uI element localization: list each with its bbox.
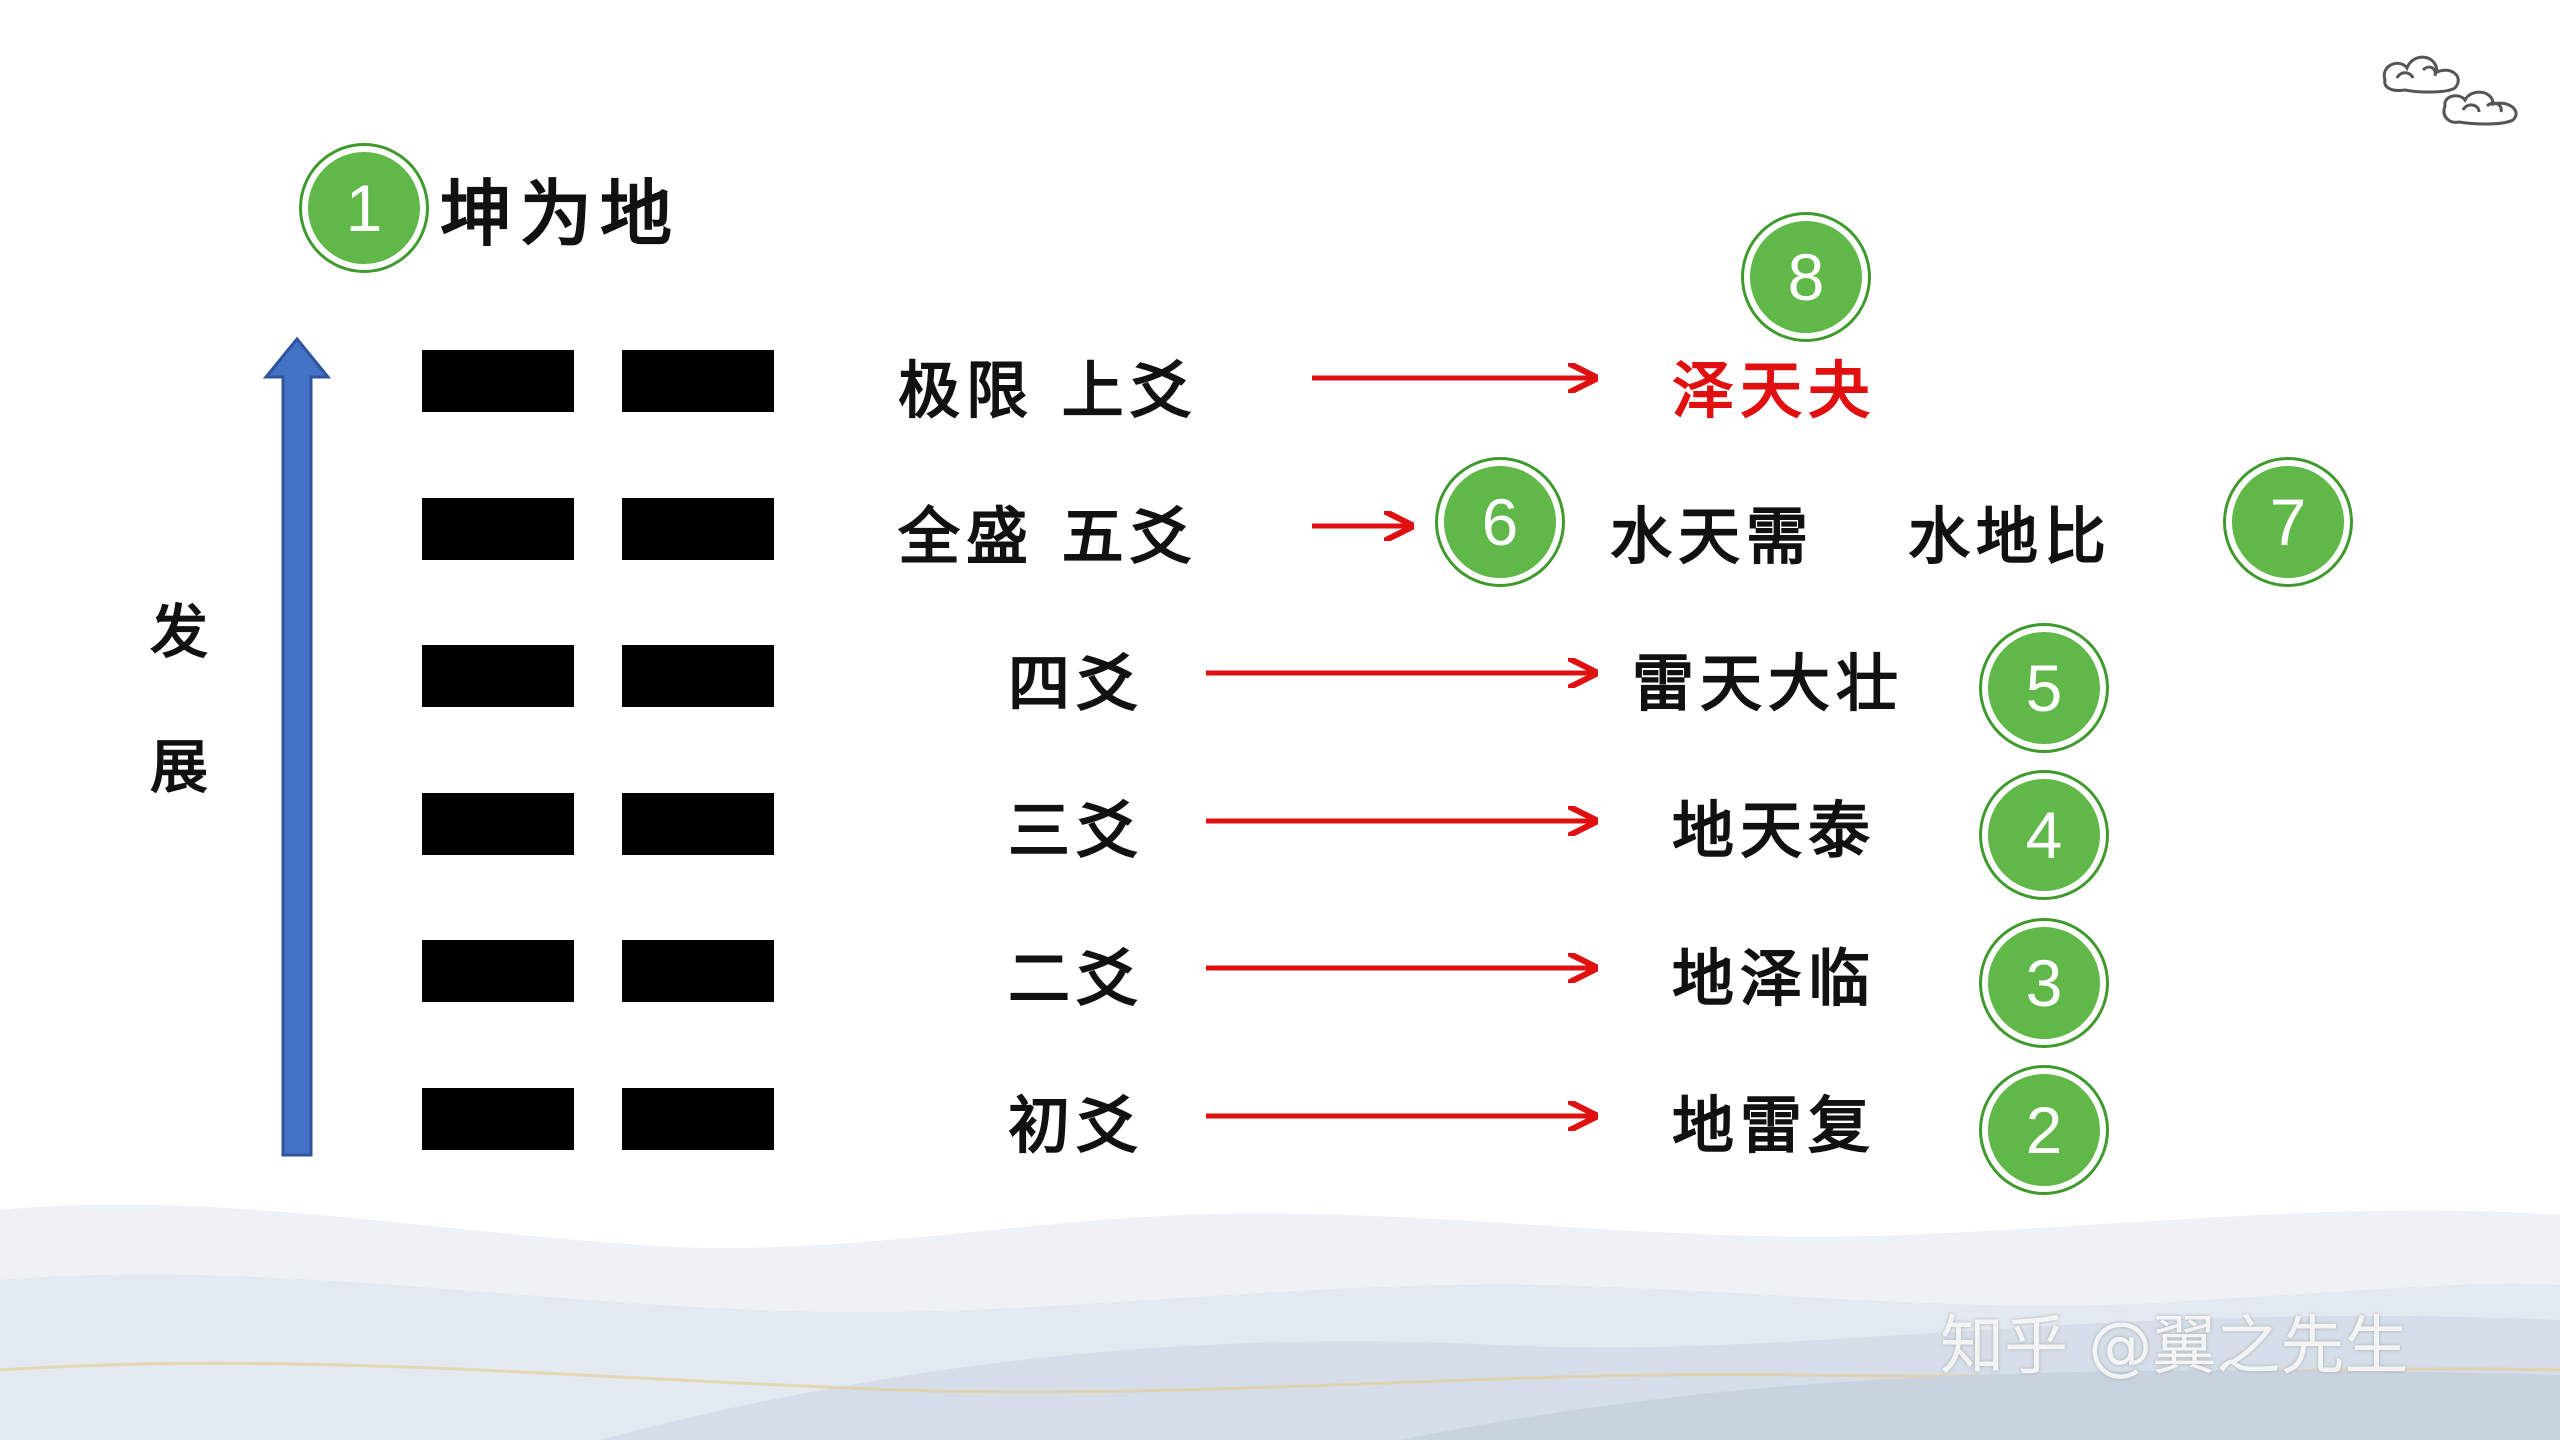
page-title: 坤为地	[440, 171, 681, 256]
row-label-second: 二爻	[1008, 942, 1145, 1015]
badge-3: 3	[1982, 921, 2106, 1045]
result-second: 地泽临	[1672, 942, 1877, 1015]
yao-bar-6-left	[422, 350, 574, 412]
yao-bar-4-right	[622, 645, 774, 707]
yao-bar-6-right	[622, 350, 774, 412]
vertical-label-fa: 发	[150, 598, 209, 666]
badge-2: 2	[1982, 1068, 2106, 1192]
watermark: 知乎 @翼之先生	[1940, 1310, 2409, 1384]
badge-5: 5	[1982, 626, 2106, 750]
yao-bar-2-right	[622, 940, 774, 1002]
yao-bar-3-right	[622, 793, 774, 855]
vertical-label-zhan: 展	[150, 733, 209, 801]
badge-7: 7	[2226, 460, 2350, 584]
yao-bar-2-left	[422, 940, 574, 1002]
yao-bar-3-left	[422, 793, 574, 855]
cloud-icon	[2382, 55, 2518, 126]
yao-bar-1-right	[622, 1088, 774, 1150]
row-label-top: 极限 上爻	[898, 354, 1198, 427]
result-fourth: 雷天大壮	[1632, 647, 1905, 720]
badge-6: 6	[1438, 460, 1562, 584]
badge-1: 1	[302, 146, 426, 270]
badge-8: 8	[1744, 215, 1868, 339]
yao-bar-1-left	[422, 1088, 574, 1150]
row-label-fifth: 全盛 五爻	[898, 500, 1198, 573]
yao-bar-5-left	[422, 498, 574, 560]
result-fifth-a: 水天需	[1610, 500, 1815, 573]
yao-bar-5-right	[622, 498, 774, 560]
row-label-first: 初爻	[1008, 1089, 1145, 1162]
row-label-third: 三爻	[1008, 794, 1145, 867]
result-first: 地雷复	[1672, 1089, 1877, 1162]
badge-4: 4	[1982, 773, 2106, 897]
result-third: 地天泰	[1672, 794, 1877, 867]
yao-bar-4-left	[422, 645, 574, 707]
result-top: 泽天夬	[1672, 354, 1877, 427]
row-label-fourth: 四爻	[1008, 647, 1145, 720]
up-arrow-icon	[262, 336, 332, 1157]
result-fifth-b: 水地比	[1908, 500, 2113, 573]
